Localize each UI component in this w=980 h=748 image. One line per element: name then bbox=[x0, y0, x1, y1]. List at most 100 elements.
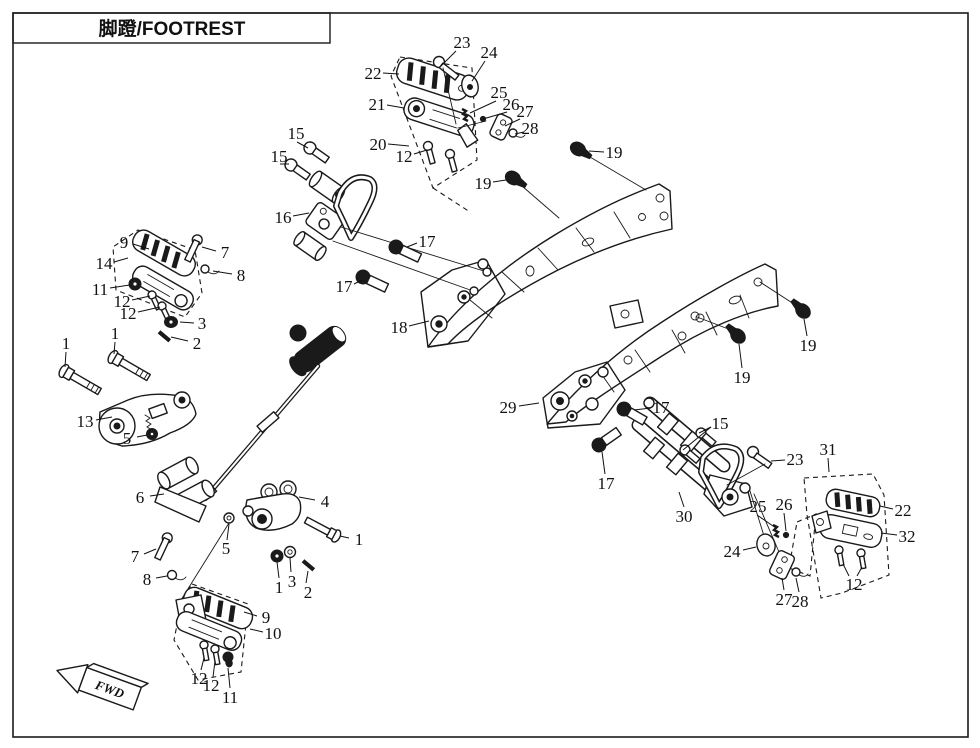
part-27-latch-bracket-right bbox=[768, 550, 796, 580]
part-8-snap-clip-left bbox=[200, 264, 220, 275]
part-26-pin-right bbox=[782, 531, 790, 539]
leader-line-28 bbox=[795, 577, 800, 593]
leader-line-19 bbox=[588, 150, 605, 153]
part-callout-26: 26 bbox=[776, 495, 793, 514]
bolt-12-right-b bbox=[856, 548, 867, 570]
part-callout-12: 12 bbox=[846, 575, 863, 594]
part-callout-25: 25 bbox=[750, 497, 767, 516]
part-callout-1: 1 bbox=[275, 578, 284, 597]
part-callout-19: 19 bbox=[606, 143, 623, 162]
part-24-washer-top bbox=[461, 74, 479, 98]
leader-line-23 bbox=[440, 50, 457, 67]
part-callout-19: 19 bbox=[800, 336, 817, 355]
part-callout-12: 12 bbox=[396, 147, 413, 166]
leader-line-17 bbox=[353, 279, 363, 285]
assembly-line bbox=[340, 226, 488, 273]
part-callout-9: 9 bbox=[262, 608, 271, 627]
part-4-pedal-bracket bbox=[242, 480, 302, 531]
part-callout-28: 28 bbox=[522, 119, 539, 138]
bolt-17-right-a bbox=[616, 401, 648, 426]
bolt-12-top-a bbox=[422, 140, 436, 165]
part-callout-15: 15 bbox=[271, 147, 288, 166]
leader-line-22 bbox=[382, 72, 400, 75]
leader-line-9 bbox=[243, 611, 258, 617]
part-3-washer-bottom bbox=[283, 545, 297, 559]
part-27-latch-bracket-top bbox=[489, 113, 513, 141]
part-callout-27: 27 bbox=[517, 102, 535, 121]
part-callout-28: 28 bbox=[792, 592, 809, 611]
part-callout-11: 11 bbox=[222, 688, 238, 707]
part-callout-24: 24 bbox=[724, 542, 742, 561]
leader-line-12 bbox=[413, 149, 428, 155]
leader-line-6 bbox=[149, 493, 165, 497]
leader-line-21 bbox=[386, 104, 405, 109]
leader-line-15 bbox=[682, 426, 712, 451]
leader-line-3 bbox=[289, 557, 292, 573]
assembly-10-boundary bbox=[173, 583, 249, 681]
bolt-19-right-b bbox=[790, 298, 811, 319]
leader-line-12 bbox=[131, 295, 151, 301]
bolt-17-a bbox=[388, 239, 423, 263]
leader-line-11 bbox=[227, 667, 231, 689]
part-13-footrest-bracket-assy bbox=[98, 391, 197, 447]
part-callout-32: 32 bbox=[899, 527, 916, 546]
part-11-acorn-nut-bottom bbox=[222, 651, 234, 668]
part-16-mount-bracket bbox=[293, 170, 378, 262]
part-29-frame-bracket-right bbox=[542, 263, 779, 429]
leader-line-28 bbox=[514, 131, 525, 135]
part-callout-23: 23 bbox=[454, 33, 471, 52]
part-callout-11: 11 bbox=[92, 280, 108, 299]
bolt-19-left-b bbox=[504, 170, 528, 189]
bolt-17-right-b bbox=[591, 426, 622, 453]
part-callout-14: 14 bbox=[96, 254, 114, 273]
part-14-footpeg-bracket-left bbox=[132, 265, 194, 311]
leader-line-31 bbox=[827, 457, 830, 473]
part-callout-12: 12 bbox=[203, 676, 220, 695]
part-callout-2: 2 bbox=[304, 583, 313, 602]
assembly-line bbox=[759, 281, 798, 307]
part-callout-31: 31 bbox=[820, 440, 837, 459]
part-callout-3: 3 bbox=[288, 572, 297, 591]
part-1-nut-bottom bbox=[270, 549, 284, 563]
part-callout-17: 17 bbox=[419, 232, 437, 251]
leader-line-7 bbox=[201, 246, 217, 252]
bolt-12-bottom-a bbox=[199, 640, 210, 662]
leader-line-17 bbox=[406, 242, 418, 248]
leader-line-17 bbox=[633, 407, 652, 411]
leader-line-19 bbox=[803, 318, 808, 337]
assembly-line bbox=[696, 316, 732, 331]
part-callout-29: 29 bbox=[500, 398, 517, 417]
part-callout-5: 5 bbox=[222, 539, 231, 558]
part-callout-12: 12 bbox=[114, 292, 131, 311]
assembly-line bbox=[332, 240, 474, 292]
part-shift-lever bbox=[198, 324, 347, 502]
part-callout-18: 18 bbox=[391, 318, 408, 337]
part-7-clevis-pin-left bbox=[184, 234, 203, 263]
assembly-20-boundary bbox=[390, 56, 478, 213]
leader-line-1 bbox=[113, 341, 116, 355]
part-callout-3: 3 bbox=[198, 314, 207, 333]
assembly-line bbox=[726, 463, 766, 486]
leader-line-5 bbox=[136, 434, 148, 438]
part-5-ring-hole bbox=[226, 515, 232, 521]
part-callout-21: 21 bbox=[369, 95, 386, 114]
part-23-pivot-pin-right bbox=[746, 445, 773, 469]
leader-line-27 bbox=[504, 118, 521, 127]
assembly-line bbox=[521, 185, 560, 219]
leader-line-25 bbox=[756, 514, 777, 529]
leader-line-26 bbox=[482, 111, 508, 120]
bolt-19-right-a bbox=[725, 323, 746, 344]
leader-line-27 bbox=[781, 577, 785, 591]
part-30-footrest-hanger bbox=[631, 396, 753, 517]
part-callout-5: 5 bbox=[123, 429, 132, 448]
leader-line-20 bbox=[387, 143, 410, 147]
part-28-clip-right bbox=[791, 567, 809, 577]
bolt-15-right-b bbox=[679, 444, 701, 464]
part-callout-15: 15 bbox=[712, 414, 729, 433]
leader-line-1 bbox=[276, 561, 280, 579]
leader-line-12 bbox=[212, 660, 216, 678]
leader-line-24 bbox=[471, 60, 486, 82]
